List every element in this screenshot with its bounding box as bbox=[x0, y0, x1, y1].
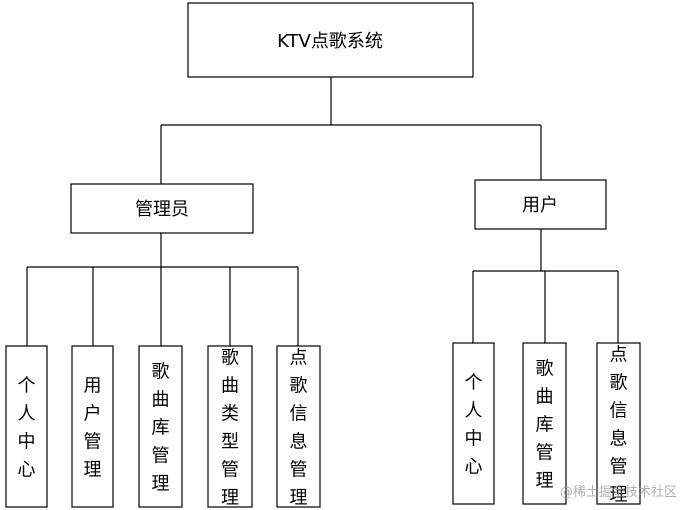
admin-child-label: 歌曲库管理 bbox=[152, 362, 170, 495]
user-child-3: 点歌信息管理 bbox=[596, 342, 641, 506]
user-child-1: 个人中心 bbox=[452, 342, 495, 505]
admin-child-1: 个人中心 bbox=[5, 345, 48, 508]
admin-child-label: 点歌信息管理 bbox=[290, 348, 308, 509]
admin-child-4: 歌曲类型管理 bbox=[207, 345, 253, 509]
user-child-label: 点歌信息管理 bbox=[610, 345, 628, 506]
root-label: KTV点歌系统 bbox=[277, 31, 383, 52]
user-label: 用户 bbox=[522, 195, 558, 216]
admin-node: 管理员 bbox=[70, 183, 254, 234]
user-child-label: 歌曲库管理 bbox=[536, 359, 554, 492]
user-child-2: 歌曲库管理 bbox=[522, 342, 567, 505]
admin-child-label: 个人中心 bbox=[18, 376, 36, 481]
admin-child-3: 歌曲库管理 bbox=[138, 345, 183, 508]
admin-child-label: 歌曲类型管理 bbox=[221, 348, 239, 509]
user-node: 用户 bbox=[474, 179, 607, 230]
admin-label: 管理员 bbox=[135, 199, 189, 220]
connectors bbox=[26, 77, 619, 346]
user-child-label: 个人中心 bbox=[465, 373, 483, 478]
watermark: @稀土掘金技术社区 bbox=[559, 485, 677, 500]
root-node: KTV点歌系统 bbox=[187, 2, 474, 78]
admin-child-5: 点歌信息管理 bbox=[276, 345, 321, 509]
admin-child-2: 用户管理 bbox=[71, 345, 114, 508]
admin-child-label: 用户管理 bbox=[84, 376, 102, 481]
